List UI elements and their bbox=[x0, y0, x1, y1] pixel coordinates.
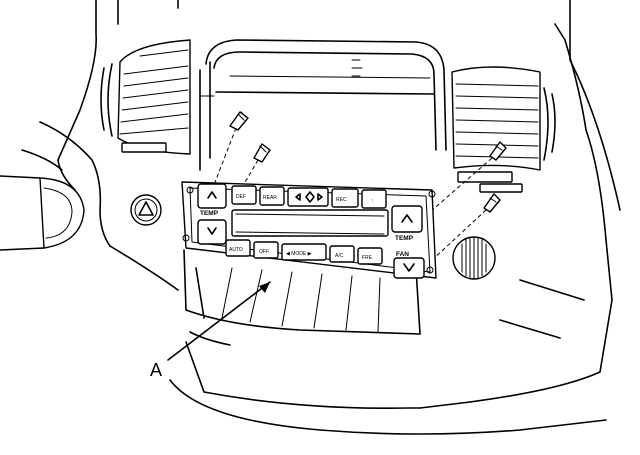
arrow-down-icon bbox=[207, 227, 217, 235]
button-mode[interactable] bbox=[281, 243, 327, 261]
button-fan-speed[interactable] bbox=[287, 187, 329, 207]
storage-pocket bbox=[183, 249, 421, 335]
left-temp-label: TEMP bbox=[200, 210, 219, 217]
hazard-triangle-icon bbox=[138, 201, 154, 216]
mount-hole bbox=[426, 266, 434, 274]
hazard-switch bbox=[130, 194, 162, 226]
button-rear-label: REAR bbox=[263, 195, 277, 201]
right-temp-label: TEMP bbox=[395, 235, 414, 242]
button-vent[interactable] bbox=[361, 189, 387, 209]
button-fresh[interactable] bbox=[357, 247, 383, 265]
right-temp-rocker[interactable]: TEMP FAN bbox=[391, 205, 425, 279]
right-fan-label: FAN bbox=[396, 251, 409, 258]
screws bbox=[211, 111, 507, 263]
button-def[interactable] bbox=[231, 185, 257, 205]
button-mode-label: ◀ MODE ▶ bbox=[286, 251, 312, 257]
button-rec[interactable] bbox=[331, 188, 359, 208]
button-off-label: OFF bbox=[259, 249, 269, 255]
right-round-switch bbox=[452, 236, 496, 280]
button-def-label: DEF bbox=[236, 194, 246, 200]
screw-icon bbox=[489, 141, 507, 161]
left-air-vent bbox=[100, 39, 191, 155]
callout-label: A bbox=[150, 360, 162, 380]
arrow-right-icon bbox=[317, 193, 323, 201]
center-upper-bezel bbox=[199, 39, 447, 171]
left-vent-tab bbox=[121, 142, 167, 153]
bottom-button-row: AUTO OFF ◀ MODE ▶ A/C FRE bbox=[225, 239, 383, 265]
left-knob bbox=[0, 175, 85, 251]
arrow-down-icon bbox=[403, 263, 415, 272]
callout-leader-line bbox=[167, 281, 271, 361]
arrow-left-icon bbox=[295, 193, 301, 201]
right-vent-tab bbox=[457, 171, 513, 183]
screw-icon bbox=[253, 143, 271, 163]
button-ac[interactable] bbox=[329, 245, 355, 263]
button-fresh-label: FRE bbox=[362, 255, 373, 261]
climate-control-panel: TEMP DEF REAR REC ↑ AUTO OFF bbox=[181, 181, 437, 279]
button-auto[interactable] bbox=[225, 239, 251, 257]
screw-icon bbox=[229, 111, 249, 131]
arrow-up-icon bbox=[401, 214, 413, 223]
right-vent-tab-lower bbox=[479, 183, 523, 193]
top-button-row: DEF REAR REC ↑ bbox=[231, 185, 387, 209]
mount-hole bbox=[428, 190, 436, 198]
panel-display bbox=[231, 209, 389, 237]
button-vent-label: ↑ bbox=[371, 198, 374, 204]
button-ac-label: A/C bbox=[335, 253, 344, 259]
callout-arrowhead bbox=[259, 282, 270, 293]
screw-icon bbox=[483, 193, 501, 213]
arrow-up-icon bbox=[207, 191, 217, 199]
dashboard-body bbox=[21, 0, 621, 435]
left-temp-rocker[interactable]: TEMP bbox=[197, 183, 227, 245]
button-rear[interactable] bbox=[259, 186, 285, 206]
fan-icon bbox=[305, 191, 315, 203]
right-air-vent bbox=[451, 66, 556, 193]
mount-hole bbox=[186, 186, 194, 194]
mount-hole bbox=[182, 234, 190, 242]
button-rec-label: REC bbox=[336, 197, 347, 203]
callout-a: A bbox=[150, 281, 271, 380]
button-off[interactable] bbox=[253, 241, 279, 259]
button-auto-label: AUTO bbox=[229, 247, 243, 253]
